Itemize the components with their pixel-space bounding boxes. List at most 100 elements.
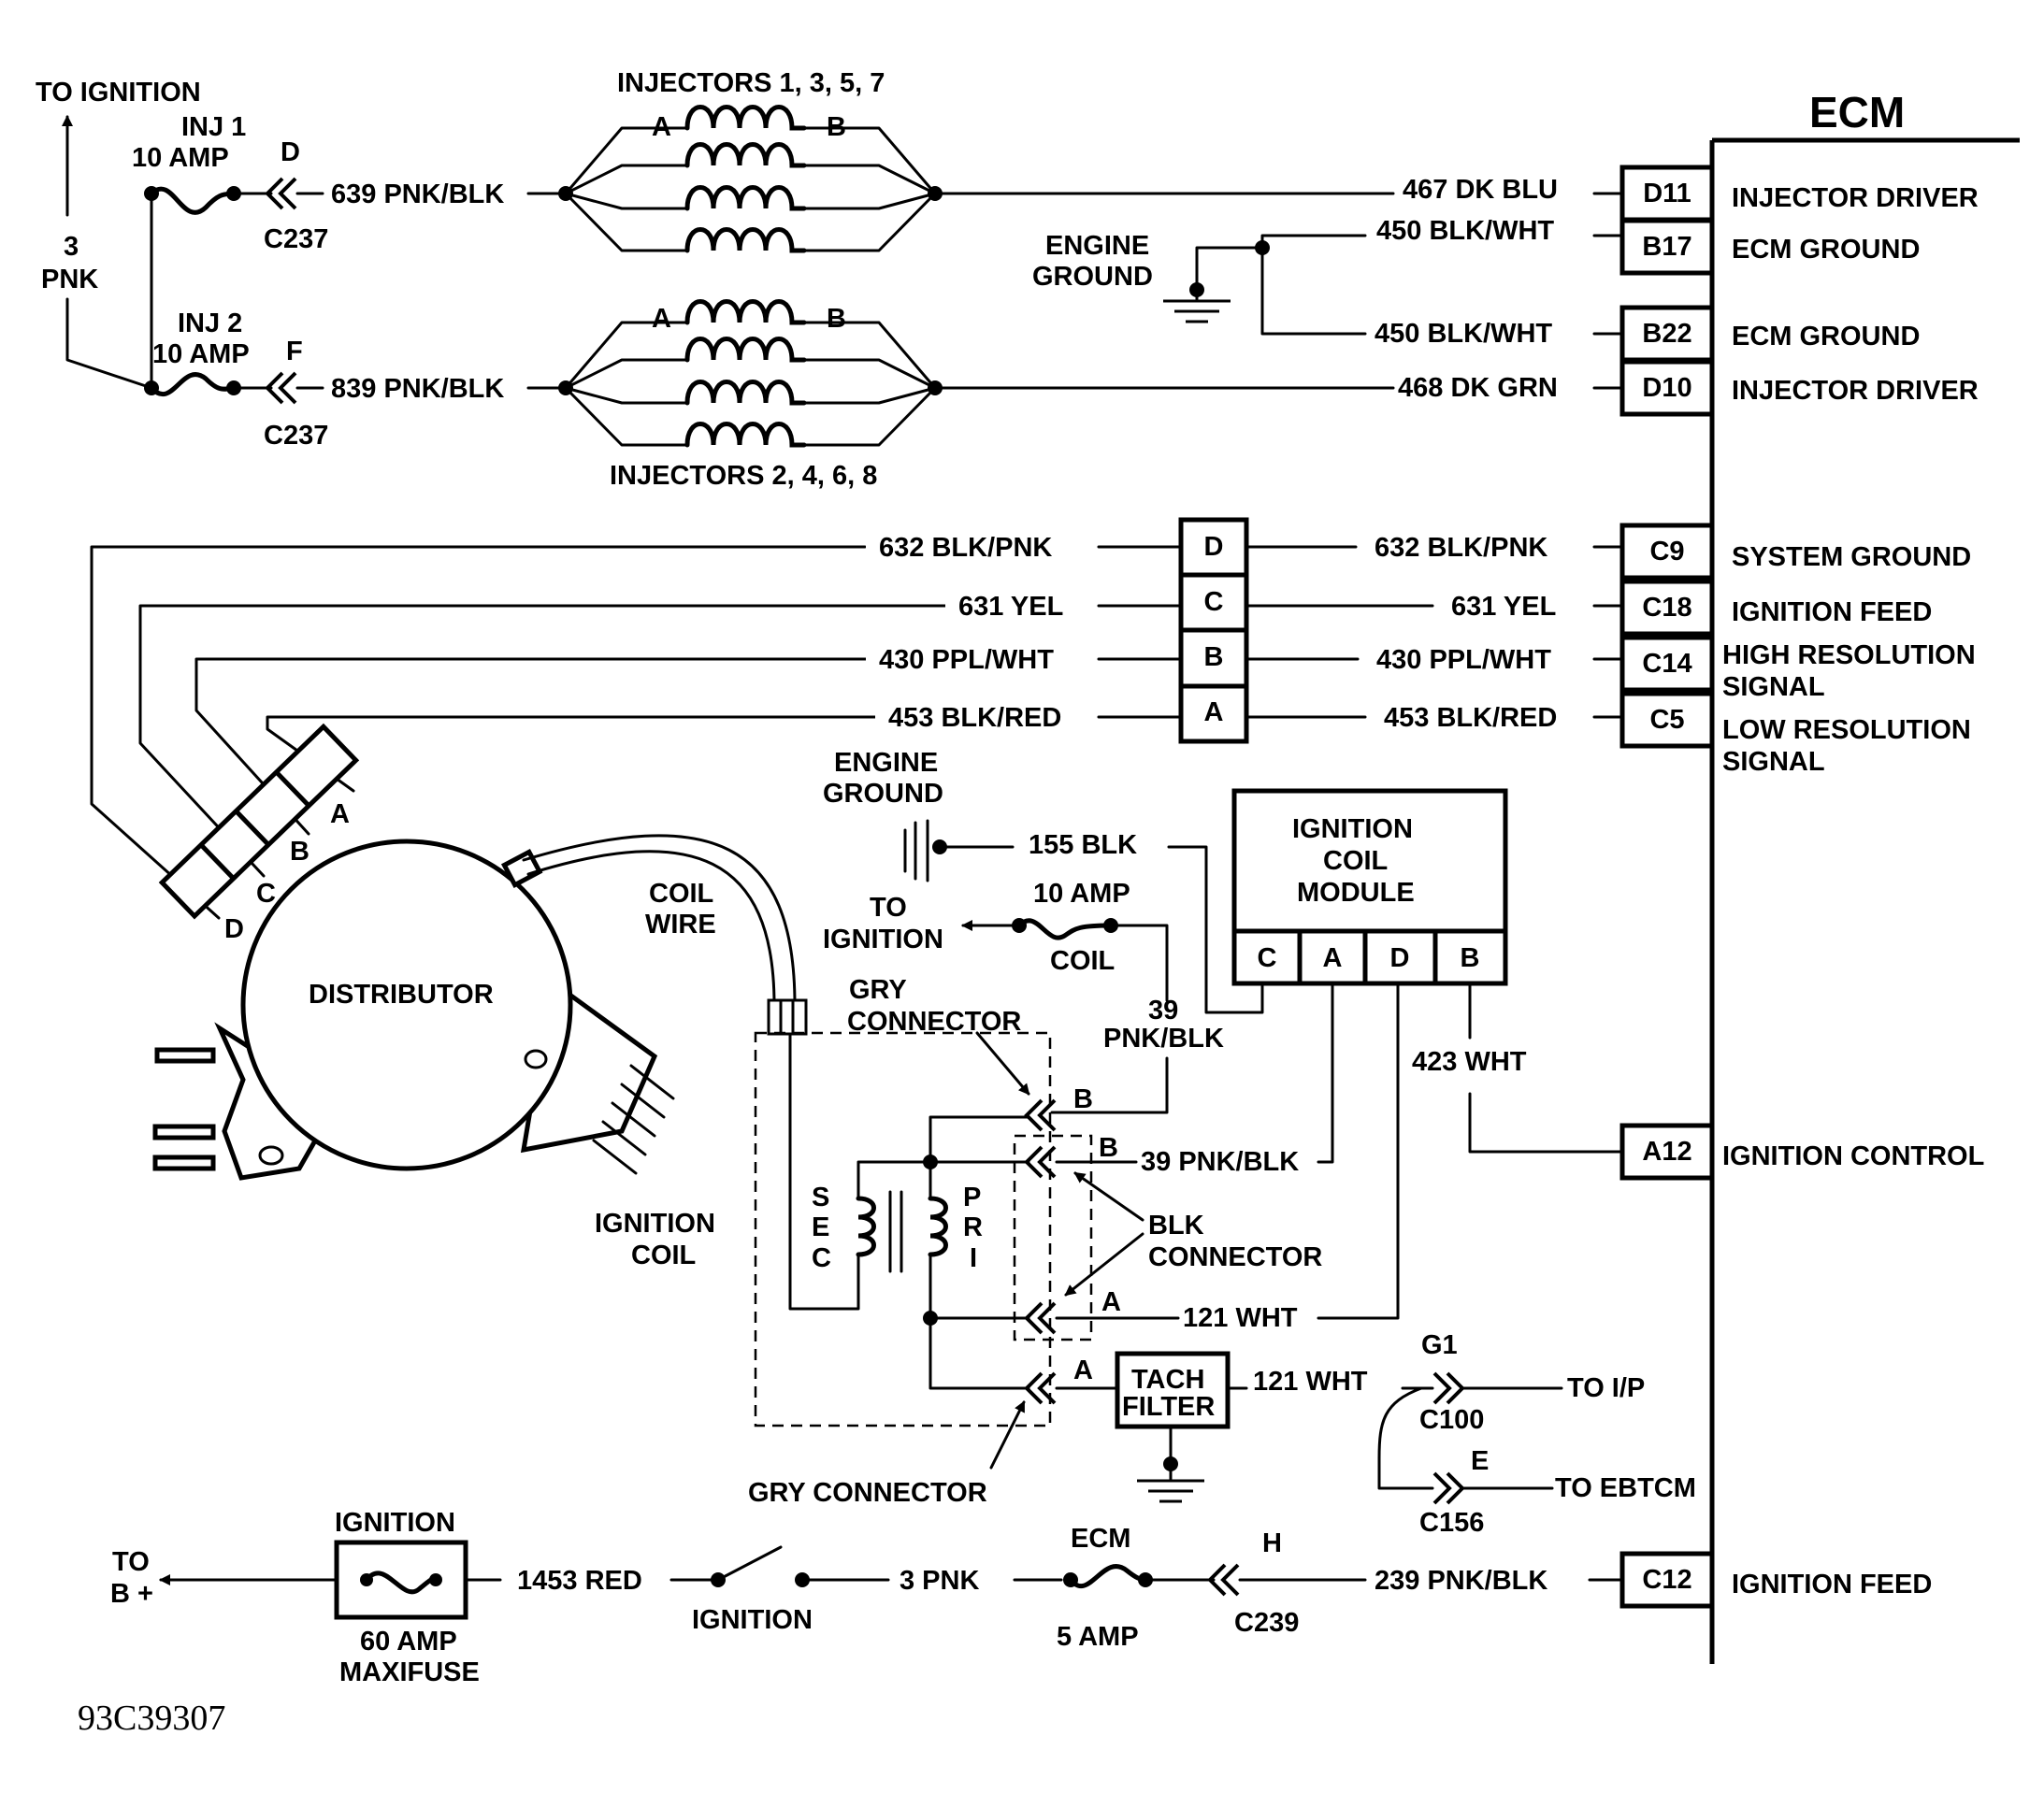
engine-ground-label-1: ENGINE <box>1045 231 1149 261</box>
ecm-pin-label: B17 <box>1642 232 1691 262</box>
dist-wire-left-label: 453 BLK/RED <box>888 703 1061 733</box>
gry-pin-b: B <box>1073 1084 1093 1114</box>
dist-wire-right-label: 430 PPL/WHT <box>1376 645 1551 675</box>
ecm-pin-label: C14 <box>1642 649 1691 679</box>
tach-filter-label-1: TACH <box>1131 1365 1204 1395</box>
ecm-pin-d10: D10 INJECTOR DRIVER <box>1619 359 1979 417</box>
wire-467: 467 DK BLU <box>1403 175 1558 205</box>
c156-pin: E <box>1471 1446 1489 1476</box>
injector-bank1-label: INJECTORS 1, 3, 5, 7 <box>617 68 885 98</box>
c100-label: C100 <box>1419 1405 1484 1435</box>
distributor-label: DISTRIBUTOR <box>309 980 494 1010</box>
wire-450-1: 450 BLK/WHT <box>1376 216 1554 246</box>
module-label-1: IGNITION <box>1292 814 1413 844</box>
dist-pin-a: A <box>330 799 350 829</box>
inline-connector-pin: A <box>1204 697 1224 727</box>
ecm-pin-label: C12 <box>1642 1565 1691 1595</box>
ecm-pin-function: ECM GROUND <box>1732 322 1920 351</box>
to-ignition2-label-2: IGNITION <box>823 925 943 954</box>
module-pin-a: A <box>1323 943 1343 973</box>
sec-letter-c: C <box>812 1243 831 1273</box>
fuse-inj1-symbol <box>149 186 237 215</box>
coil-fuse-rating: 10 AMP <box>1033 879 1130 909</box>
gry-pin-a: A <box>1073 1356 1093 1385</box>
fuse-inj2-symbol <box>149 372 237 397</box>
ecm-pin-c9: C9 SYSTEM GROUND <box>1619 523 1971 581</box>
ignition-coil-module: IGNITION COIL MODULE C A D B <box>1231 788 1508 986</box>
ignition-switch-label: IGNITION <box>692 1605 813 1635</box>
connector-c156 <box>1432 1471 1464 1505</box>
feed-wire-number: 3 <box>64 232 79 262</box>
injector-bank2-label: INJECTORS 2, 4, 6, 8 <box>610 461 877 491</box>
ecm-pin-function: SYSTEM GROUND <box>1732 542 1971 572</box>
ecm-pin-label: D10 <box>1642 373 1691 403</box>
ecm-pin-label: D11 <box>1643 179 1691 208</box>
ecm-fuse-name: ECM <box>1071 1524 1130 1554</box>
ecm-pin-function: HIGH RESOLUTION <box>1722 640 1976 670</box>
ignition-circuit: ENGINE GROUND 155 BLK TO IGNITION 10 AMP… <box>595 748 1696 1538</box>
connector-c100 <box>1432 1371 1464 1405</box>
c239-label: C239 <box>1234 1608 1299 1638</box>
fuse-inj2-name: INJ 2 <box>178 308 242 338</box>
dist-pin-c: C <box>256 879 276 909</box>
conn-c237-pin-d: D <box>281 137 300 167</box>
wire-1453: 1453 RED <box>517 1566 642 1596</box>
c100-pin: G1 <box>1421 1330 1458 1360</box>
ecm-title: ECM <box>1809 88 1905 136</box>
engine-ground2-label-1: ENGINE <box>834 748 938 778</box>
dist-wire-left-label: 430 PPL/WHT <box>879 645 1054 675</box>
injector-circuit: TO IGNITION 3 PNK INJ 1 10 AMP D C237 63… <box>36 68 1624 491</box>
ecm-pin-function: IGNITION FEED <box>1732 1570 1932 1599</box>
gry-connector-a <box>1025 1371 1057 1405</box>
dist-wire-left-label: 632 BLK/PNK <box>879 533 1052 563</box>
pri-letter-i: I <box>970 1243 977 1273</box>
wire-39-b: 39 PNK/BLK <box>1141 1147 1299 1177</box>
pri-letter-r: R <box>963 1212 983 1242</box>
c239-pin: H <box>1262 1528 1282 1558</box>
wire-839: 839 PNK/BLK <box>331 374 504 404</box>
module-label-2: COIL <box>1323 846 1388 876</box>
ecm-pin-label: B22 <box>1642 319 1691 349</box>
ecm-pin-function-line2: SIGNAL <box>1722 672 1825 702</box>
to-b-label-1: TO <box>112 1547 150 1577</box>
sec-letter-s: S <box>812 1183 829 1212</box>
sec-letter-e: E <box>812 1212 829 1242</box>
ecm-pin-function-line2: SIGNAL <box>1722 747 1825 777</box>
coil-wire-label-1: COIL <box>649 879 713 909</box>
tach-filter-label-2: FILTER <box>1122 1392 1215 1422</box>
blk-connector-b <box>1025 1145 1057 1179</box>
dist-pin-b: B <box>290 837 309 867</box>
wire-39-number: 39 <box>1148 996 1178 1026</box>
gry-connector-top-1: GRY <box>849 975 907 1005</box>
ignition-coil-label-1: IGNITION <box>595 1209 715 1239</box>
gry-connector-bottom: GRY CONNECTOR <box>748 1478 987 1508</box>
blk-connector-label-1: BLK <box>1148 1211 1204 1241</box>
wire-39-color: PNK/BLK <box>1103 1024 1224 1054</box>
maxifuse-rating: 60 AMP <box>360 1627 457 1657</box>
fuse-inj2-rating: 10 AMP <box>152 339 250 369</box>
to-ebtcm-label: TO EBTCM <box>1555 1473 1696 1503</box>
wire-3pnk: 3 PNK <box>900 1566 979 1596</box>
coil-fuse-name: COIL <box>1050 946 1115 976</box>
to-ignition2-label-1: TO <box>870 893 907 923</box>
bank2-terminal-b: B <box>827 304 846 334</box>
conn-c237-name-2: C237 <box>264 421 328 451</box>
coil-wire-label-2: WIRE <box>645 910 716 940</box>
fuse-inj1-name: INJ 1 <box>181 112 246 142</box>
inline-connector <box>1178 517 1249 744</box>
engine-ground2-label-2: GROUND <box>823 779 943 809</box>
ecm-fuse-rating: 5 AMP <box>1057 1622 1139 1652</box>
ecm-pin-label: C9 <box>1649 537 1684 567</box>
injector-bank-2 <box>558 299 943 448</box>
ecm-pin-function: INJECTOR DRIVER <box>1732 376 1979 406</box>
ecm-pin-function: IGNITION FEED <box>1732 597 1932 627</box>
blk-pin-b: B <box>1099 1133 1118 1163</box>
inline-connector-pin: D <box>1204 532 1224 562</box>
